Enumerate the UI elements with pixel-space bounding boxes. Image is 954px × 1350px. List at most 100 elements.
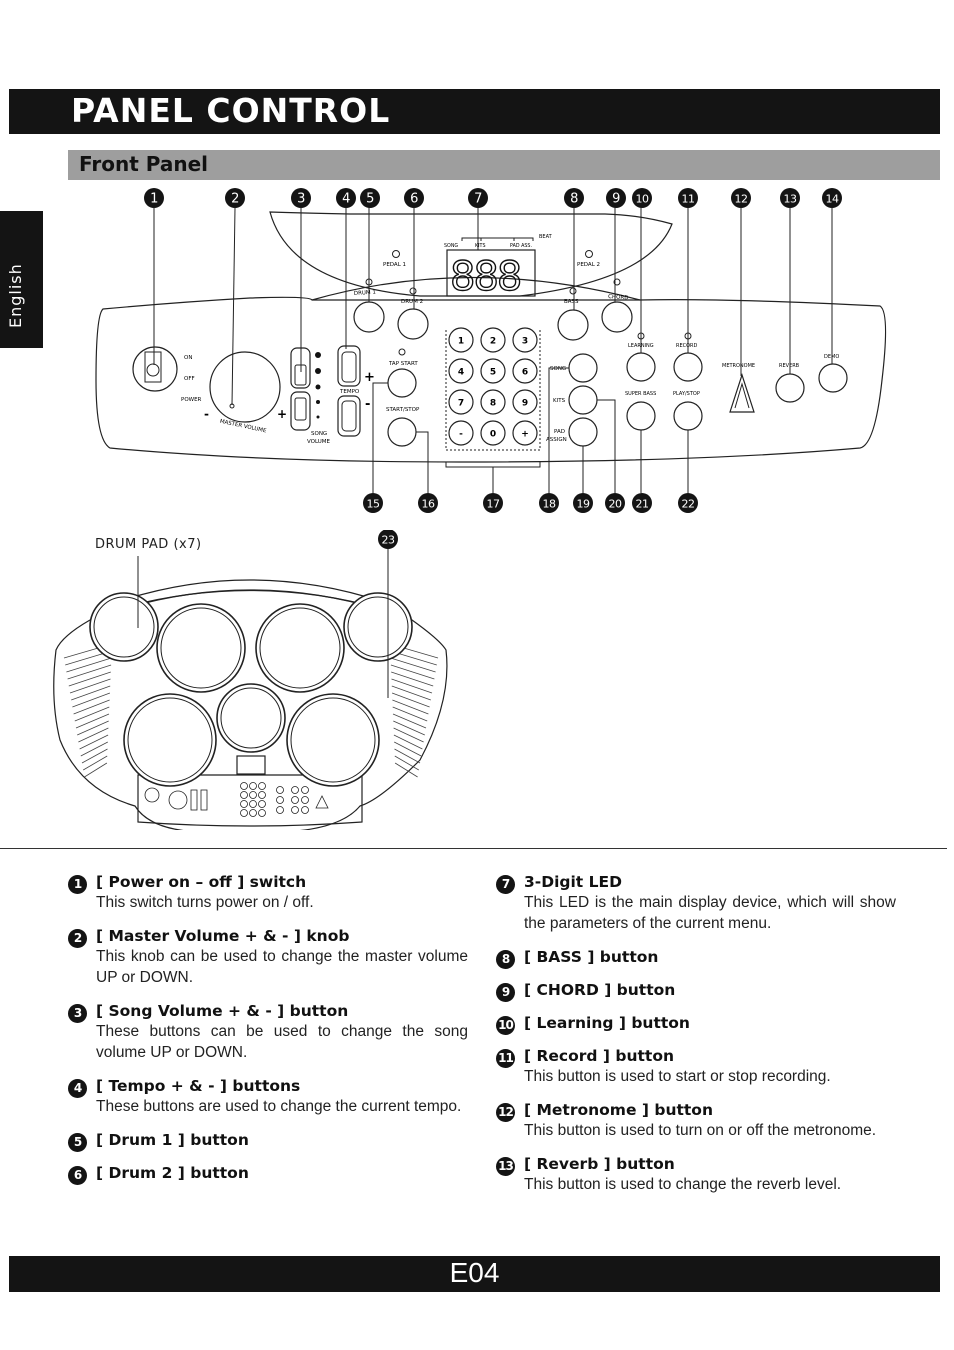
svg-text:2: 2	[490, 337, 496, 347]
svg-text:1: 1	[150, 192, 158, 207]
callout-17: 17	[483, 493, 503, 513]
callout-2: 2	[225, 188, 245, 208]
keypad-key-6[interactable]: 6	[512, 358, 538, 384]
item-number-badge: 1	[68, 875, 87, 894]
keypad-key--[interactable]: -	[448, 420, 474, 446]
led-digits: 888	[450, 254, 520, 300]
keypad-key-8[interactable]: 8	[480, 389, 506, 415]
item-number-badge: 9	[496, 983, 515, 1002]
item-number-badge: 7	[496, 875, 515, 894]
callout-21: 21	[632, 493, 652, 513]
label-super-bass: SUPER BASS	[625, 391, 656, 397]
callout-19: 19	[573, 493, 593, 513]
item-body: This switch turns power on / off.	[96, 894, 314, 911]
label-pedal2: PEDAL 2	[577, 262, 600, 268]
drum-pad-label: DRUM PAD (x7)	[95, 537, 202, 552]
pad-top-left[interactable]	[89, 592, 159, 662]
item-title: [ Master Volume + & - ] knob	[96, 927, 350, 945]
item-title: [ BASS ] button	[524, 948, 659, 966]
svg-text:12: 12	[735, 193, 748, 206]
song-volume-buttons[interactable]	[290, 347, 311, 431]
metronome-icon[interactable]	[729, 373, 755, 413]
record-button[interactable]	[673, 352, 703, 382]
pad-lower-right[interactable]	[286, 693, 380, 787]
svg-text:-: -	[459, 430, 463, 440]
item-body: This knob can be used to change the mast…	[96, 948, 468, 986]
drum1-button[interactable]	[353, 301, 385, 333]
keypad-key-9[interactable]: 9	[512, 389, 538, 415]
item-title: [ Reverb ] button	[524, 1155, 675, 1173]
kits-button[interactable]	[568, 385, 598, 415]
pad-top-right[interactable]	[343, 592, 413, 662]
item-body: This button is used to start or stop rec…	[524, 1068, 831, 1085]
drum2-button[interactable]	[397, 308, 429, 340]
item-number-badge: 8	[496, 950, 515, 969]
master-volume-minus: -	[204, 407, 209, 421]
front-panel-diagram: ON OFF POWER - + MASTER VOLUME SONG VOLU…	[95, 188, 887, 513]
chord-button[interactable]	[601, 301, 633, 333]
callout-15: 15	[363, 493, 383, 513]
pad-assign-button[interactable]	[568, 417, 598, 447]
label-reverb: REVERB	[779, 363, 800, 369]
keypad-key-1[interactable]: 1	[448, 327, 474, 353]
label-metronome: METRONOME	[722, 363, 755, 369]
label-tap-start: TAP START	[388, 361, 418, 367]
svg-text:16: 16	[422, 498, 435, 511]
keypad-key-3[interactable]: 3	[512, 327, 538, 353]
pad-upper-left[interactable]	[156, 603, 246, 693]
svg-text:13: 13	[784, 193, 797, 206]
item-title: [ Metronome ] button	[524, 1101, 713, 1119]
svg-text:21: 21	[636, 498, 649, 511]
panel-hump-inner	[311, 276, 641, 301]
title-bar: PANEL CONTROL	[9, 89, 940, 134]
tempo-minus: -	[365, 397, 370, 412]
item-body: These buttons are used to change the cur…	[96, 1098, 462, 1115]
label-pedal1: PEDAL 1	[383, 262, 406, 268]
svg-text:5: 5	[490, 368, 496, 378]
callout-9: 9	[606, 188, 626, 208]
reverb-button[interactable]	[775, 373, 805, 403]
pad-lower-left[interactable]	[123, 693, 217, 787]
callout-13: 13	[780, 188, 800, 208]
svg-text:7: 7	[474, 192, 482, 207]
label-bass: BASS	[564, 299, 579, 305]
learning-button[interactable]	[626, 352, 656, 382]
item-number-badge: 12	[496, 1103, 515, 1122]
label-tempo: TEMPO	[339, 389, 360, 395]
keypad-key-4[interactable]: 4	[448, 358, 474, 384]
master-volume-knob[interactable]	[209, 351, 281, 423]
section-bar: Front Panel	[68, 150, 940, 180]
keypad-key-2[interactable]: 2	[480, 327, 506, 353]
power-switch[interactable]	[132, 346, 178, 392]
svg-text:4: 4	[342, 192, 350, 207]
label-chord: CHORD	[608, 294, 629, 301]
item-body: This button is used to turn on or off th…	[524, 1122, 877, 1139]
tap-start-button[interactable]	[387, 368, 417, 398]
play-stop-button[interactable]	[673, 401, 703, 431]
super-bass-button[interactable]	[626, 401, 656, 431]
keypad-key-+[interactable]: +	[512, 420, 538, 446]
pad-upper-right[interactable]	[255, 603, 345, 693]
svg-text:9: 9	[612, 192, 620, 207]
song-button[interactable]	[568, 353, 598, 383]
start-stop-button[interactable]	[387, 417, 417, 447]
item-title: [ Record ] button	[524, 1047, 675, 1065]
keypad-key-5[interactable]: 5	[480, 358, 506, 384]
svg-text:8: 8	[490, 399, 496, 409]
description-item-9: 9[ CHORD ] button	[496, 981, 896, 1002]
page-number: E04	[449, 1257, 500, 1288]
description-item-10: 10[ Learning ] button	[496, 1014, 896, 1035]
item-title: [ Learning ] button	[524, 1014, 690, 1032]
pad-center[interactable]	[216, 683, 286, 753]
tempo-buttons[interactable]	[337, 345, 361, 437]
callout-4: 4	[336, 188, 356, 208]
callout-6: 6	[404, 188, 424, 208]
keypad-key-7[interactable]: 7	[448, 389, 474, 415]
label-master-volume: MASTER VOLUME	[219, 419, 267, 435]
svg-text:9: 9	[522, 399, 528, 409]
keypad-key-0[interactable]: 0	[480, 420, 506, 446]
item-title: [ Power on – off ] switch	[96, 873, 307, 891]
bass-button[interactable]	[557, 309, 589, 341]
demo-button[interactable]	[818, 363, 848, 393]
label-pad: PAD	[554, 429, 565, 435]
